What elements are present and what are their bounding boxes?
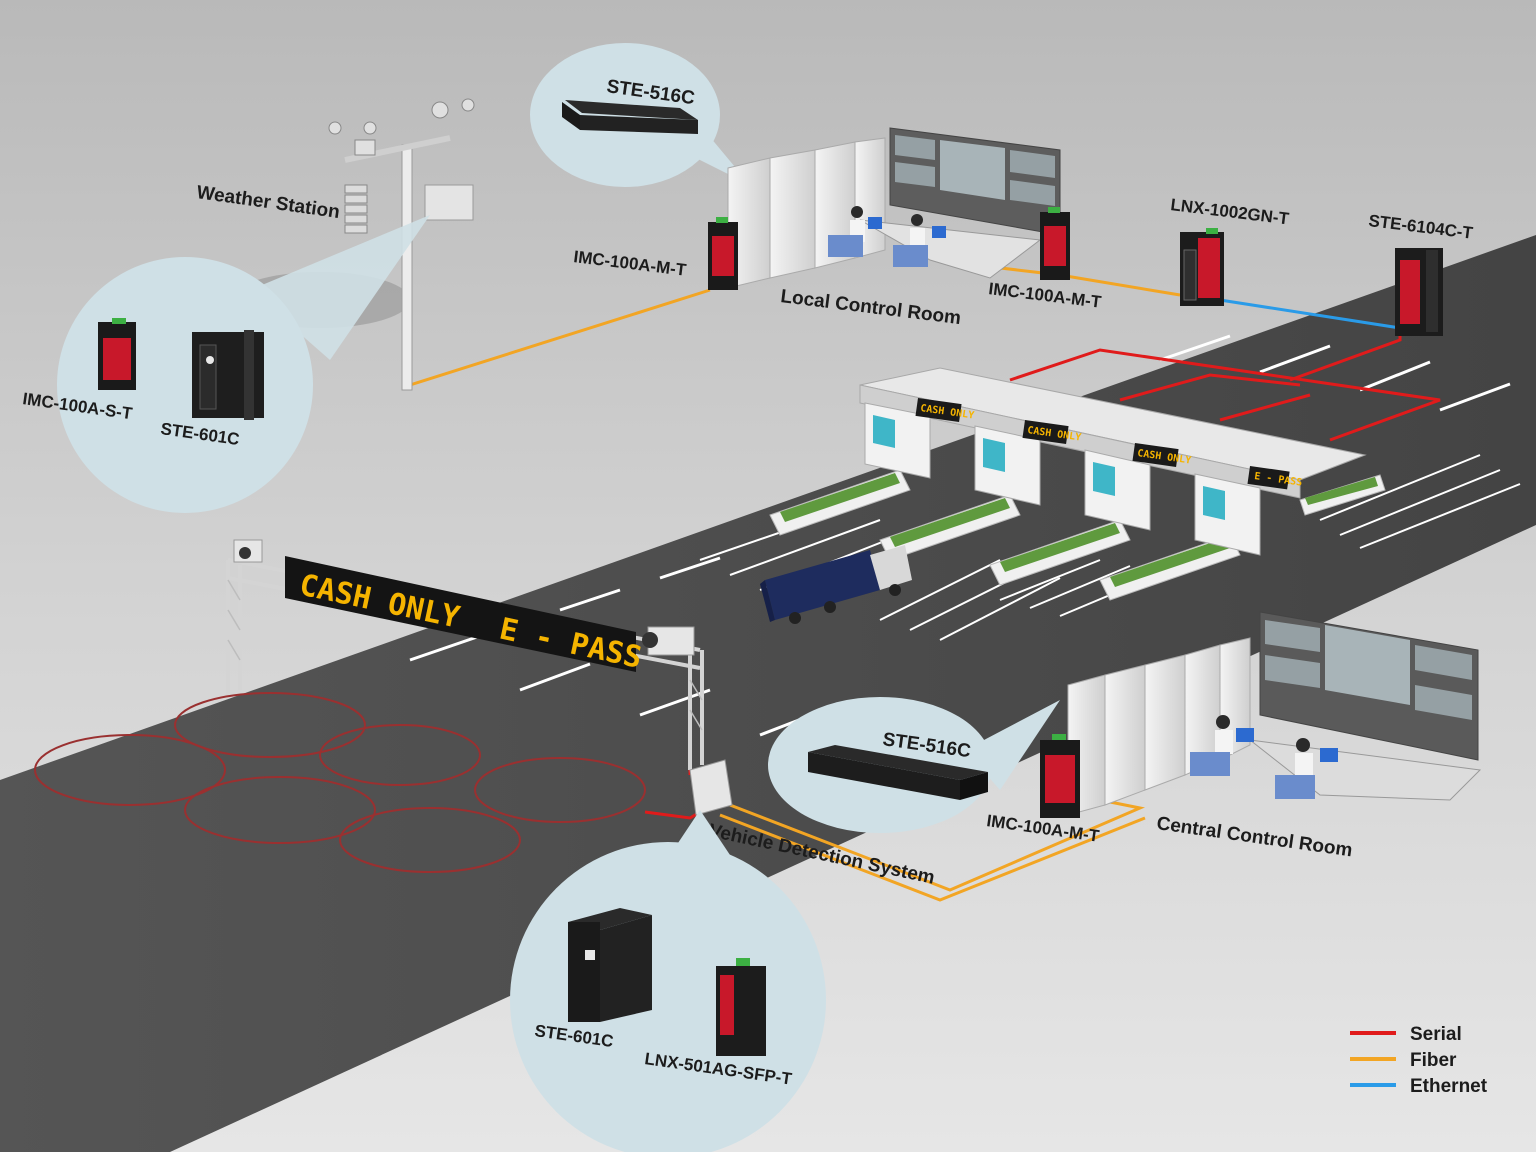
imc-100a-s-t-device [98, 318, 136, 390]
legend-label-ethernet: Ethernet [1410, 1076, 1488, 1097]
ste-601c-device-bottom [568, 908, 652, 1022]
legend-label-fiber: Fiber [1410, 1050, 1457, 1071]
lnx-1002gn-t-device [1180, 228, 1224, 306]
lnx-501ag-sfp-t-device [716, 958, 766, 1056]
local-control-room [708, 127, 1070, 290]
ste-601c-device-left [192, 330, 264, 420]
bubble-vehicle-detection [510, 810, 826, 1152]
legend-label-serial: Serial [1410, 1024, 1462, 1045]
legend: Serial Fiber Ethernet [1350, 1024, 1488, 1097]
central-control-room [1040, 611, 1482, 818]
lane-markings [409, 334, 1511, 737]
overhead-gantry [226, 539, 733, 816]
bubble-ste-516c-bottom [768, 697, 1060, 833]
truck [760, 545, 912, 624]
ste-6104c-t-device [1395, 248, 1443, 336]
detection-loops [34, 692, 646, 873]
bubble-weather [57, 215, 430, 513]
toll-plaza [769, 367, 1386, 601]
